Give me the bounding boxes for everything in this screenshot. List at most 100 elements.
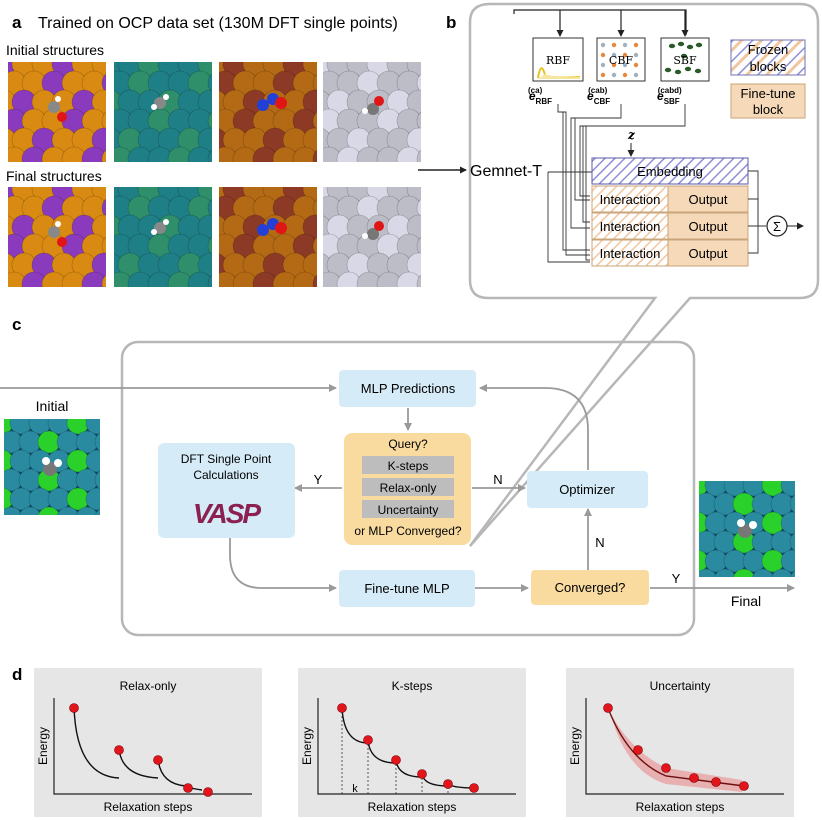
mlp-predictions-label: MLP Predictions	[361, 381, 456, 396]
initial-label: Initial	[36, 398, 69, 414]
dft-title-line1: DFT Single Point	[181, 452, 272, 466]
legend-finetune-swatch	[730, 83, 806, 119]
plot-ylabel: Energy	[568, 727, 582, 765]
plot-title: K-steps	[392, 679, 433, 693]
optimizer-box	[527, 471, 648, 508]
structure-images	[8, 62, 421, 287]
relax-curve	[607, 707, 745, 787]
energy-point	[469, 783, 479, 793]
arrow-optimizer-to-mlp	[479, 384, 589, 470]
plot-axes	[317, 698, 516, 795]
cbf-dot	[622, 52, 628, 58]
plot-axes	[53, 698, 252, 795]
energy-point	[633, 745, 643, 755]
query-title: Query?	[388, 437, 428, 451]
gemnet-label: Gemnet-T	[470, 163, 542, 180]
legend-frozen-line1: Frozen	[748, 42, 788, 57]
query-option-relax: Relax-only	[380, 481, 437, 495]
dft-box	[158, 443, 295, 538]
finetune-label: Fine-tune MLP	[364, 581, 449, 596]
panel-a-letter: a	[12, 13, 22, 32]
dft-title-line2: Calculations	[193, 468, 258, 482]
energy-point	[363, 735, 373, 745]
plot-xlabel: Relaxation steps	[104, 800, 193, 814]
sbf-lobe	[680, 53, 688, 59]
cbf-formula: eCBF(cab)	[587, 86, 610, 106]
panel-b-letter: b	[446, 13, 456, 32]
energy-point	[689, 773, 699, 783]
plot-background	[566, 668, 794, 817]
output-label: Output	[688, 219, 727, 234]
legend-finetune-line1: Fine-tune	[741, 86, 796, 101]
query-option-uncertainty: Uncertainty	[378, 503, 439, 517]
label-query-yes: Y	[314, 472, 323, 487]
finetune-box	[339, 570, 475, 607]
legend-frozen-swatch	[730, 39, 806, 76]
plot-xlabel: Relaxation steps	[368, 800, 457, 814]
cbf-dot	[633, 72, 639, 78]
plot-ylabel: Energy	[36, 727, 50, 765]
basis-formulas: eRBF(ca) eCBF(cab) eSBF(cabd)	[528, 86, 682, 106]
output-to-sum-line	[748, 225, 766, 254]
label-query-no: N	[493, 472, 502, 487]
energy-point	[443, 779, 453, 789]
panel-a: a Trained on OCP data set (130M DFT sing…	[6, 13, 421, 287]
uncertainty-band	[606, 704, 742, 792]
structure-tile-initial-3	[219, 62, 317, 162]
cbf-dot	[600, 42, 606, 48]
panel-b-bubble	[468, 2, 820, 547]
cbf-dot	[600, 62, 606, 68]
interaction-block	[591, 185, 669, 213]
energy-point	[603, 703, 613, 713]
z-label: z	[627, 128, 636, 142]
vasp-logo: VASP	[193, 498, 263, 529]
converged-label: Converged?	[555, 580, 626, 595]
plot-background	[34, 668, 262, 817]
query-option-ksteps-bg	[362, 456, 454, 474]
query-footer: or MLP Converged?	[354, 524, 462, 538]
cbf-dot	[633, 52, 639, 58]
embedding-to-sum-line	[748, 170, 759, 226]
arrow-dft-to-finetune	[229, 537, 337, 592]
query-option-uncertainty-bg	[362, 500, 454, 518]
energy-point	[337, 703, 347, 713]
energy-point	[114, 745, 124, 755]
workflow-frame	[120, 340, 696, 637]
final-label: Final	[731, 593, 761, 609]
legend: Frozen blocks Fine-tune block	[730, 39, 806, 119]
optimizer-label: Optimizer	[559, 482, 615, 497]
output-label: Output	[688, 192, 727, 207]
converged-box	[531, 570, 649, 605]
cbf-dot	[611, 52, 617, 58]
legend-finetune-line2: block	[753, 102, 784, 117]
sbf-lobe	[684, 66, 692, 72]
sbf-lobe	[664, 67, 672, 73]
output-block	[667, 212, 749, 240]
label-converged-yes: Y	[672, 571, 681, 586]
energy-point	[183, 783, 193, 793]
energy-point	[69, 703, 79, 713]
energy-point	[417, 769, 427, 779]
cbf-dot	[611, 42, 617, 48]
cbf-dot	[611, 72, 617, 78]
embedding-block	[591, 157, 749, 185]
initial-structure-image	[4, 419, 100, 515]
rbf-formula: eRBF(ca)	[528, 86, 552, 106]
panel-a-title: Trained on OCP data set (130M DFT single…	[38, 15, 398, 32]
sbf-formula: eSBF(cabd)	[657, 86, 682, 106]
structure-tile-initial-4	[323, 62, 421, 162]
interaction-label: Interaction	[600, 246, 661, 261]
cbf-dot	[633, 62, 639, 68]
basis-wiring	[547, 104, 686, 263]
energy-point	[739, 781, 749, 791]
panel-c-letter: c	[12, 315, 21, 334]
k-label: k	[352, 783, 358, 795]
initial-structures-label: Initial structures	[6, 42, 104, 58]
sbf-lobe	[694, 68, 702, 74]
